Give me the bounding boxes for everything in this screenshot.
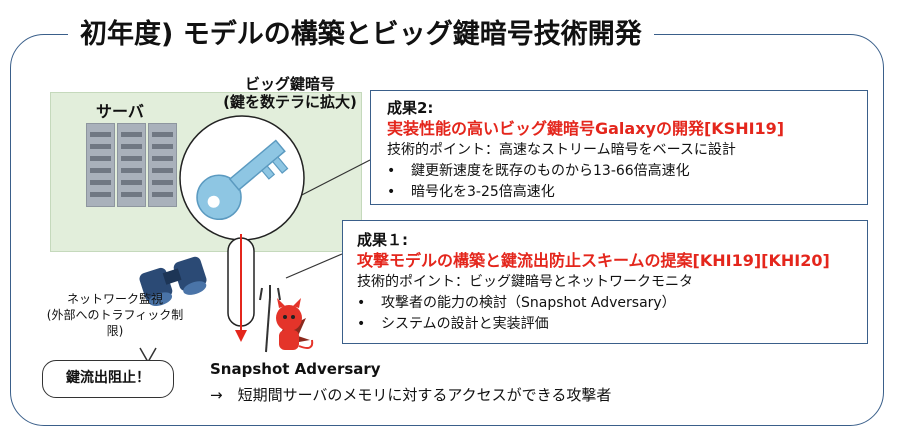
result1-box: 成果１: 攻撃モデルの構築と鍵流出防止スキームの提案[KHI19][KHI20]… (342, 220, 868, 344)
big-key-label: ビッグ鍵暗号 (鍵を数テラに拡大) (210, 75, 370, 111)
bullet-mark: • (357, 295, 366, 311)
bullet-mark: • (387, 163, 396, 179)
server-rack-icon (86, 123, 115, 207)
connector-line-result1 (285, 253, 343, 279)
result2-point: 技術的ポイント：高速なストリーム暗号をベースに設計 (387, 142, 736, 158)
page-title: 初年度) モデルの構築とビッグ鍵暗号技術開発 (68, 18, 654, 52)
devil-icon (259, 285, 314, 353)
big-key-label-line2: (鍵を数テラに拡大) (223, 93, 357, 111)
server-rack-icon (117, 123, 146, 207)
result1-point: 技術的ポイント：ビッグ鍵暗号とネットワークモニタ (357, 274, 693, 290)
key-icon (196, 139, 289, 221)
result2-box: 成果2: 実装性能の高いビッグ鍵暗号Galaxyの開発[KSHI19] 技術的ポ… (370, 90, 868, 205)
leak-blocked-bubble: 鍵流出阻止！ (42, 360, 174, 398)
result2-bullet-text: 暗号化を3-25倍高速化 (411, 184, 555, 200)
bullet-mark: • (357, 316, 366, 332)
connector-line-result2 (291, 159, 371, 201)
bullet-mark: • (387, 184, 396, 200)
network-monitor-label-line2: (外部へのトラフィック制限) (46, 308, 184, 338)
result1-heading: 成果１: (357, 231, 408, 249)
result2-bullet: • 暗号化を3-25倍高速化 (387, 182, 857, 203)
result1-bullet-text: システムの設計と実装評価 (381, 316, 549, 332)
network-monitor-label: ネットワーク監視 (外部へのトラフィック制限) (40, 291, 190, 339)
result2-bullet-text: 鍵更新速度を既存のものから13-66倍高速化 (411, 163, 690, 179)
down-arrow-icon (235, 234, 247, 342)
result2-bullet: • 鍵更新速度を既存のものから13-66倍高速化 (387, 161, 857, 182)
result2-heading: 成果2: (387, 99, 434, 117)
network-monitor-label-line1: ネットワーク監視 (66, 292, 163, 306)
result1-bullet: • システムの設計と実装評価 (357, 314, 857, 335)
result1-title: 攻撃モデルの構築と鍵流出防止スキームの提案[KHI19][KHI20] (357, 251, 830, 270)
big-key-label-line1: ビッグ鍵暗号 (244, 75, 335, 93)
adversary-description: → 短期間サーバのメモリに対するアクセスができる攻撃者 (210, 386, 612, 404)
server-rack-icon (148, 123, 177, 207)
result1-bullet-text: 攻撃者の能力の検討（Snapshot Adversary） (381, 295, 676, 311)
result1-bullet: • 攻撃者の能力の検討（Snapshot Adversary） (357, 293, 857, 314)
adversary-title: Snapshot Adversary (210, 360, 381, 378)
binoculars-icon (139, 256, 207, 307)
result2-title: 実装性能の高いビッグ鍵暗号Galaxyの開発[KSHI19] (387, 119, 785, 138)
server-label: サーバ (96, 102, 144, 121)
